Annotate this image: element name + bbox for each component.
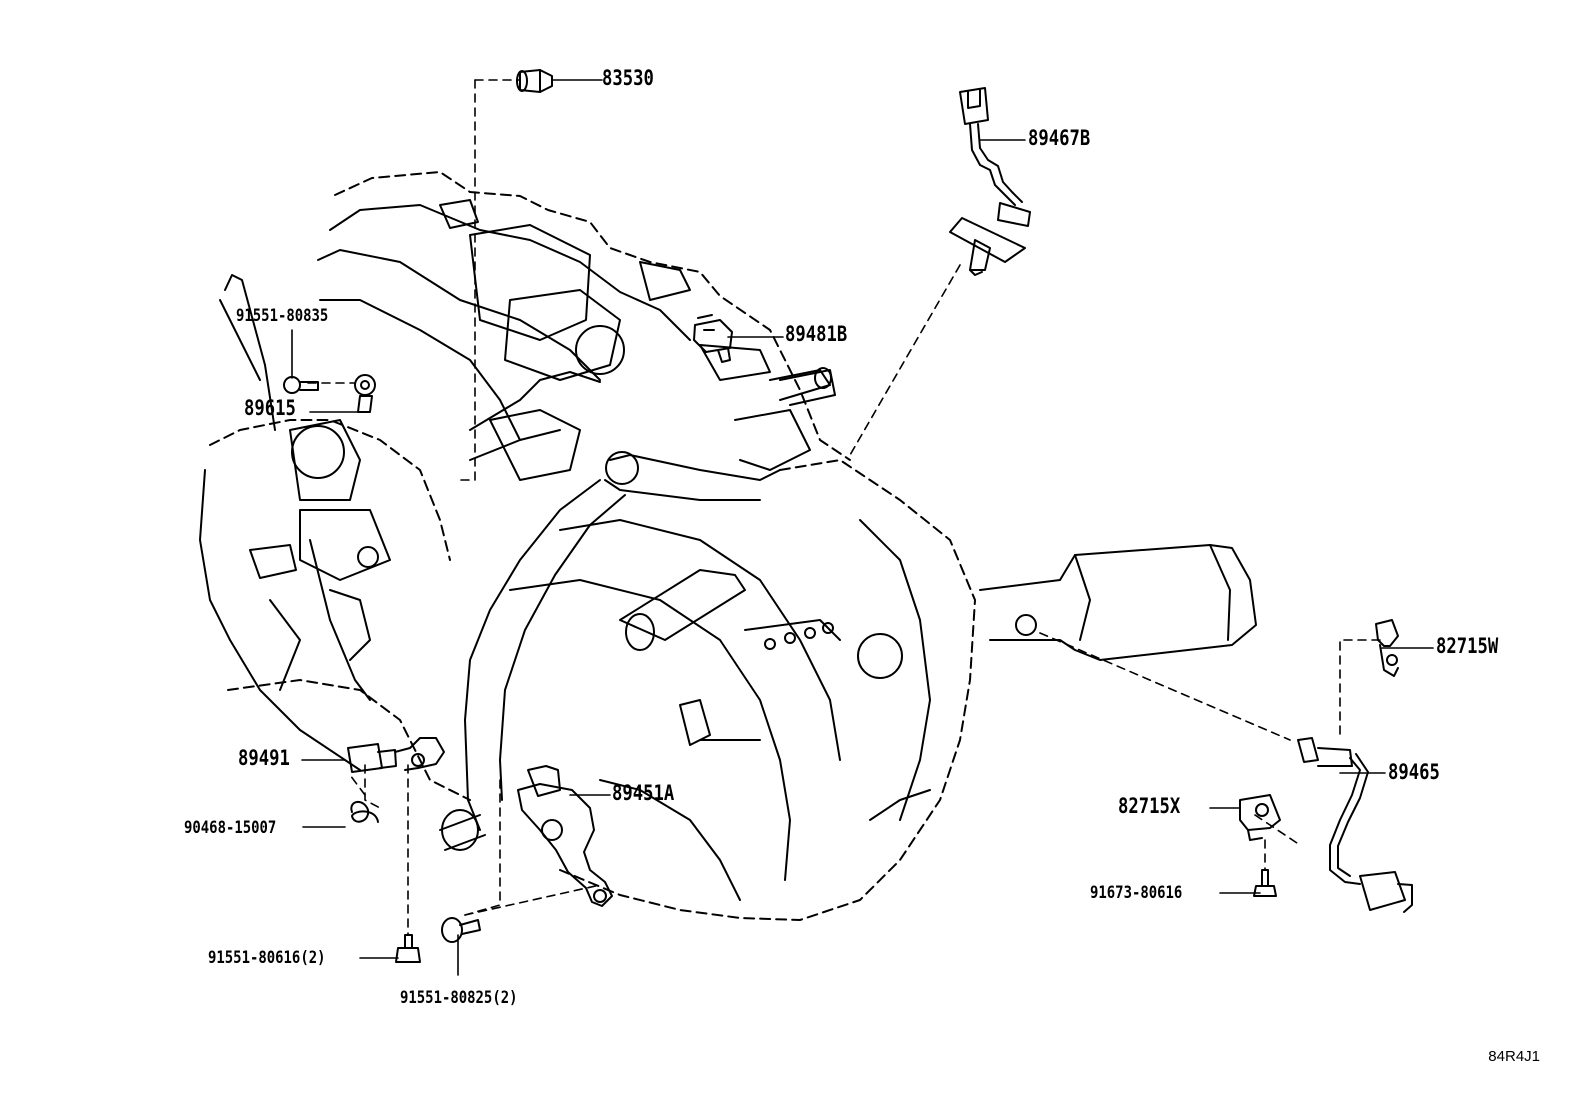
callout-91551-80835[interactable]: 91551-80835 — [236, 306, 329, 326]
part-89491-speed-sensor — [347, 737, 445, 773]
assembly-leaders — [307, 79, 1381, 936]
transaxle-housing — [509, 459, 976, 921]
callout-89481b[interactable]: 89481B — [785, 322, 848, 346]
engine-head — [317, 171, 851, 481]
part-82715x-bracket — [1239, 794, 1281, 841]
part-89465-oxygen-sensor — [1297, 737, 1413, 913]
part-82715w-clamp — [1375, 619, 1399, 677]
callout-90468-15007[interactable]: 90468-15007 — [184, 818, 277, 838]
callout-89615[interactable]: 89615 — [244, 396, 296, 420]
callout-91551-80616[interactable]: 91551-80616(2) — [208, 948, 326, 968]
callout-89467b[interactable]: 89467B — [1028, 126, 1091, 150]
part-83530-sensor — [516, 69, 553, 93]
callout-82715w[interactable]: 82715W — [1436, 634, 1499, 658]
exhaust-pipe — [979, 544, 1257, 661]
part-89451a-switch — [517, 765, 613, 907]
callout-83530[interactable]: 83530 — [602, 66, 654, 90]
callout-91673-80616[interactable]: 91673-80616 — [1090, 883, 1183, 903]
callout-89451a[interactable]: 89451A — [612, 781, 675, 805]
part-91551-80825-bolt — [441, 917, 481, 943]
callout-89465[interactable]: 89465 — [1388, 760, 1440, 784]
callout-82715x[interactable]: 82715X — [1118, 794, 1181, 818]
coolant-hose — [439, 367, 832, 851]
part-89467b-oxygen-sensor — [949, 87, 1031, 276]
callout-89491[interactable]: 89491 — [238, 746, 290, 770]
part-90468-15007-clip — [350, 801, 379, 823]
part-91551-80616-bolt — [395, 934, 421, 963]
callout-91551-80825[interactable]: 91551-80825(2) — [400, 988, 518, 1008]
part-89481b-sensor — [693, 314, 733, 363]
engine-left — [199, 274, 471, 801]
part-89615-knock-sensor — [354, 374, 376, 413]
part-91673-80616-bolt — [1253, 869, 1277, 897]
figure-id: 84R4J1 — [1488, 1048, 1540, 1065]
part-91551-80835-bolt — [283, 376, 319, 394]
label-leaders — [291, 79, 1434, 976]
